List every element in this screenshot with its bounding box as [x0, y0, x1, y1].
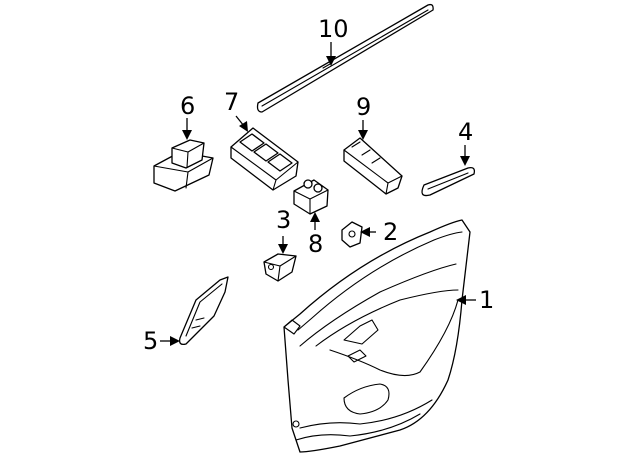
callout-label-2: 2 [383, 218, 398, 246]
part-10-weatherstrip [256, 3, 434, 113]
part-8-switch [293, 179, 329, 215]
callout-label-4: 4 [458, 118, 473, 146]
callout-label-9: 9 [356, 93, 371, 121]
callout-leaders [160, 42, 476, 346]
callout-label-3: 3 [276, 206, 291, 234]
part-7-master-switch [230, 127, 299, 191]
part-6-switch [153, 139, 214, 192]
callout-label-10: 10 [318, 15, 349, 43]
part-3-bracket [263, 253, 297, 282]
part-2-clip [341, 221, 363, 248]
callout-label-6: 6 [180, 92, 195, 120]
part-9-module [343, 137, 403, 195]
part-1-door-panel [283, 219, 471, 453]
callout-label-7: 7 [224, 88, 239, 116]
callout-label-1: 1 [479, 286, 494, 314]
part-4-trim-strip [421, 166, 476, 197]
callout-label-8: 8 [308, 230, 323, 258]
part-5-trim-piece [178, 276, 229, 346]
callout-label-5: 5 [143, 327, 158, 355]
